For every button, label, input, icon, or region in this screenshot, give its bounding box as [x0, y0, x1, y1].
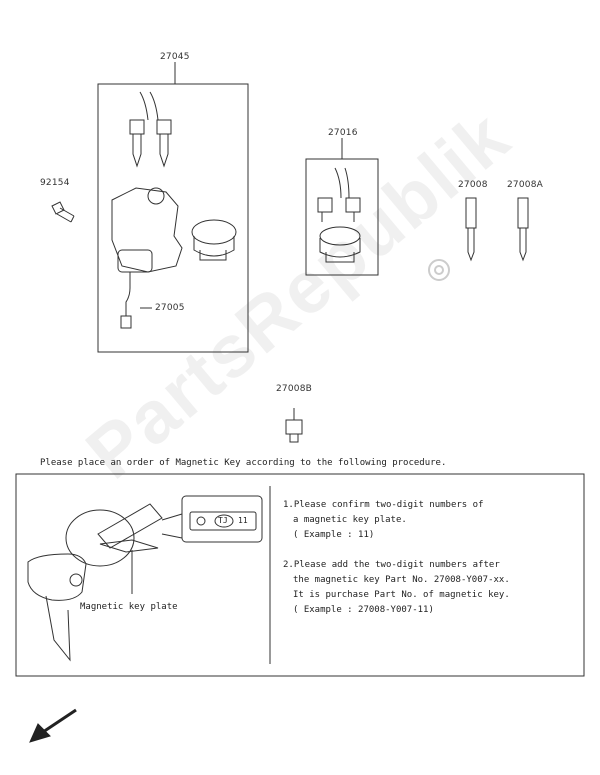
plate-tag-number: 11: [238, 516, 248, 525]
part-label-27016: 27016: [328, 128, 358, 138]
switch-key-icon: [317, 167, 361, 263]
magnetic-key-plate-label: Magnetic key plate: [80, 602, 178, 612]
magnetic-key-icon: [27, 509, 135, 662]
switch-assy-frame: [305, 158, 379, 276]
part-label-27008B: 27008B: [276, 384, 313, 394]
direction-arrow-icon: [29, 708, 77, 743]
part-label-92154: 92154: [40, 178, 70, 188]
plate-tag: [189, 511, 257, 531]
key-blank-icon: [465, 197, 477, 262]
plate-tag-code: TJ: [218, 516, 228, 525]
procedure-frame: [15, 473, 585, 677]
ignition-assy-frame: [97, 83, 249, 353]
plate-zoom-frame: [181, 495, 263, 543]
step1-line2: a magnetic key plate.: [293, 515, 407, 525]
part-label-27045: 27045: [160, 52, 190, 62]
key-blank-b-icon: [285, 408, 303, 443]
step2-line3: It is purchase Part No. of magnetic key.: [293, 590, 510, 600]
step2-line2: the magnetic key Part No. 27008-Y007-xx.: [293, 575, 510, 585]
step2-line4: ( Example : 27008-Y007-11): [293, 605, 434, 615]
part-label-27008: 27008: [458, 180, 488, 190]
part-label-27008A: 27008A: [507, 180, 543, 190]
ignition-switch-icon: [111, 187, 183, 329]
screw-icon: [51, 201, 75, 223]
cap-icon: [191, 219, 237, 261]
part-label-27005: 27005: [155, 303, 185, 313]
step1-line1: 1.Please confirm two-digit numbers of: [283, 500, 484, 510]
gear-icon: [428, 259, 450, 281]
key-plate-icon: [97, 503, 163, 594]
key-blank-a-icon: [517, 197, 529, 262]
step2-line1: 2.Please add the two-digit numbers after: [283, 560, 500, 570]
key-pair-icon: [129, 91, 172, 168]
instruction-header: Please place an order of Magnetic Key ac…: [40, 458, 447, 468]
step1-line3: ( Example : 11): [293, 530, 375, 540]
